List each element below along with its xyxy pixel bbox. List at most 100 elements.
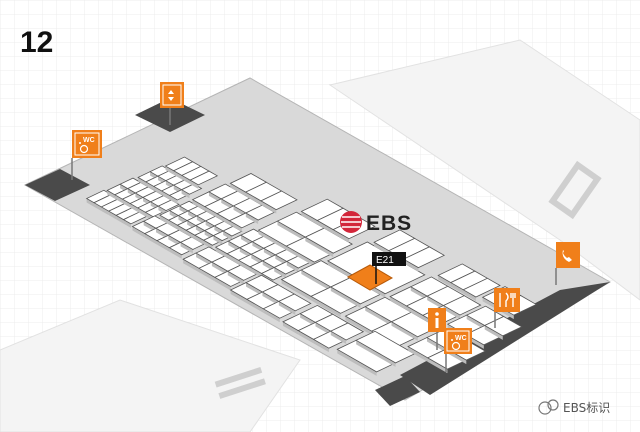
booth-126[interactable] <box>442 295 482 316</box>
booth-side <box>230 290 247 304</box>
booth-side <box>122 199 131 208</box>
booth-side <box>116 215 124 224</box>
booth-side <box>238 260 251 271</box>
booth-side <box>227 253 239 265</box>
booth-side <box>159 215 169 225</box>
booth-side <box>365 306 392 326</box>
booth-side <box>214 277 231 291</box>
booth-side <box>484 325 503 340</box>
booth-side <box>217 213 230 225</box>
booth-side <box>263 308 280 323</box>
booth-side <box>229 220 242 232</box>
booth-side <box>278 301 296 315</box>
phone-sign[interactable] <box>555 242 580 285</box>
service-block-s <box>375 376 420 406</box>
booth-side <box>345 316 372 336</box>
booth-side <box>107 190 115 199</box>
booth-side <box>427 357 448 374</box>
entrance-area-ne <box>328 39 640 301</box>
booth-side <box>153 186 162 195</box>
booth-side <box>337 349 377 376</box>
booth-side <box>227 271 244 285</box>
booth-side <box>192 199 205 211</box>
phone-icon <box>561 248 572 262</box>
booth-side <box>101 206 109 216</box>
booth-side <box>230 183 246 197</box>
booth-side <box>317 220 334 234</box>
elevator-sign[interactable] <box>160 82 184 125</box>
booth-side <box>330 286 361 308</box>
booth-side <box>374 242 389 255</box>
booth-side <box>157 240 170 252</box>
entrance-marker-sw <box>214 366 266 399</box>
booth-side <box>443 305 460 319</box>
booth-side <box>286 246 315 267</box>
booth-side <box>213 235 223 245</box>
booth-17[interactable] <box>157 199 180 212</box>
booth-side <box>177 225 187 235</box>
booth-side <box>211 262 228 276</box>
booth-side <box>262 292 279 306</box>
watermark: EBS标识 <box>538 399 610 415</box>
booth-side <box>410 286 428 301</box>
wc-sign-se[interactable]: WC <box>444 328 472 372</box>
booth-e21[interactable] <box>346 264 394 291</box>
wheelchair-icon <box>79 142 89 154</box>
hall-number: 12 <box>20 26 53 59</box>
booth-side <box>108 211 117 220</box>
info-sign[interactable] <box>428 308 446 350</box>
booth-side <box>333 229 349 243</box>
booth-side <box>315 322 331 336</box>
booth-side <box>274 267 286 279</box>
booth-side <box>356 340 396 367</box>
booth-102[interactable] <box>277 293 312 312</box>
booth-side <box>173 170 182 180</box>
entrance-area-sw <box>0 299 301 432</box>
entrance-marker-ne <box>548 160 602 220</box>
booth-side <box>199 268 215 282</box>
booth-side <box>311 296 341 318</box>
booth-93[interactable] <box>304 227 353 254</box>
booth-side <box>286 261 299 273</box>
booth-side <box>250 266 262 278</box>
wheelchair-icon <box>451 339 461 351</box>
booth-side <box>408 346 428 362</box>
booth-side <box>204 206 218 218</box>
booth-139[interactable] <box>483 316 523 337</box>
booth-side <box>245 212 259 225</box>
restaurant-sign[interactable] <box>494 288 520 328</box>
booth-side <box>390 296 407 310</box>
booth-side <box>258 230 287 251</box>
booth-side <box>215 247 228 258</box>
booth-129[interactable] <box>462 277 501 298</box>
booth-31[interactable] <box>189 170 219 186</box>
booth-side <box>403 259 419 272</box>
booth-side <box>245 192 261 205</box>
booth-side <box>246 282 263 297</box>
brand-logo: EBS <box>340 211 412 235</box>
booth-side <box>168 220 178 230</box>
booth-110[interactable] <box>402 246 446 269</box>
watermark-text: EBS标识 <box>563 401 610 415</box>
booth-side <box>298 330 314 344</box>
brand-name: EBS <box>366 212 412 235</box>
booth-side <box>181 189 190 199</box>
booth-68[interactable] <box>260 190 298 211</box>
booth-label: E21 <box>376 255 394 266</box>
booth-side <box>196 253 212 267</box>
booth-116[interactable] <box>329 322 365 341</box>
wc-sign-nw[interactable]: WC <box>71 130 102 180</box>
booth-side <box>180 242 193 254</box>
restaurant-icon <box>499 292 516 307</box>
booth-side <box>427 296 444 310</box>
service-block-w <box>25 169 90 201</box>
booth-side <box>86 198 95 207</box>
booth-side <box>194 235 204 245</box>
booth-side <box>190 180 199 189</box>
info-icon <box>435 312 439 328</box>
booth-side <box>260 200 277 214</box>
booth-label-tag <box>372 252 406 266</box>
booth-side <box>301 270 331 291</box>
